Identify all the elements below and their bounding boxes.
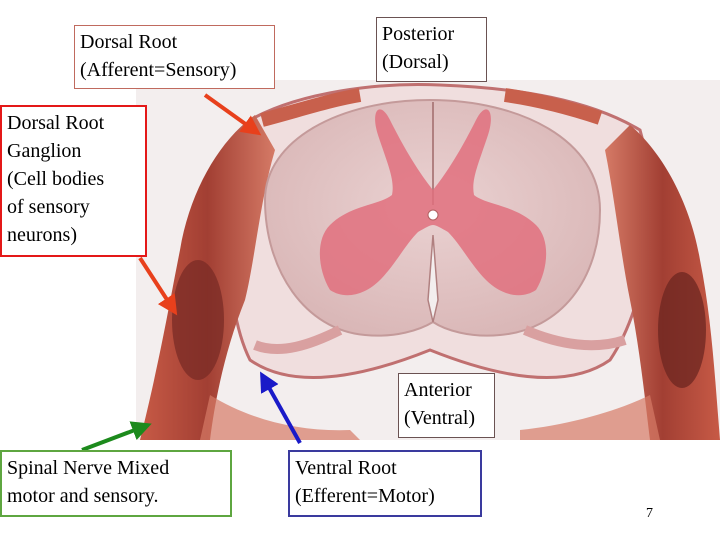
ventral-tissue-right (520, 395, 660, 440)
central-canal (427, 209, 439, 221)
page-number: 7 (646, 506, 653, 521)
left-dorsal-root-ganglion (172, 260, 224, 380)
right-dorsal-root (504, 88, 603, 125)
anterior-label: Anterior (Ventral) (398, 373, 495, 438)
ventral-root-label: Ventral Root (Efferent=Motor) (288, 450, 482, 517)
left-ventral-root (253, 325, 343, 355)
left-dorsal-root (260, 88, 362, 127)
gray-matter (319, 109, 547, 296)
dorsal-root-arrow (203, 93, 262, 136)
spinal-nerve-label: Spinal Nerve Mixed motor and sensory. (0, 450, 232, 517)
posterior-label: Posterior (Dorsal) (376, 17, 487, 82)
ventral-root-arrow (260, 371, 302, 444)
ganglion-arrow (138, 256, 178, 316)
dorsal-root-ganglion-label: Dorsal Root Ganglion (Cell bodies of sen… (0, 105, 147, 257)
right-dorsal-root-ganglion (658, 272, 706, 388)
dorsal-root-label: Dorsal Root (Afferent=Sensory) (74, 25, 275, 89)
right-ventral-root (523, 325, 627, 351)
anterior-median-fissure (427, 234, 439, 323)
ventral-tissue (200, 395, 360, 440)
spinal-nerve-arrow (81, 421, 152, 452)
